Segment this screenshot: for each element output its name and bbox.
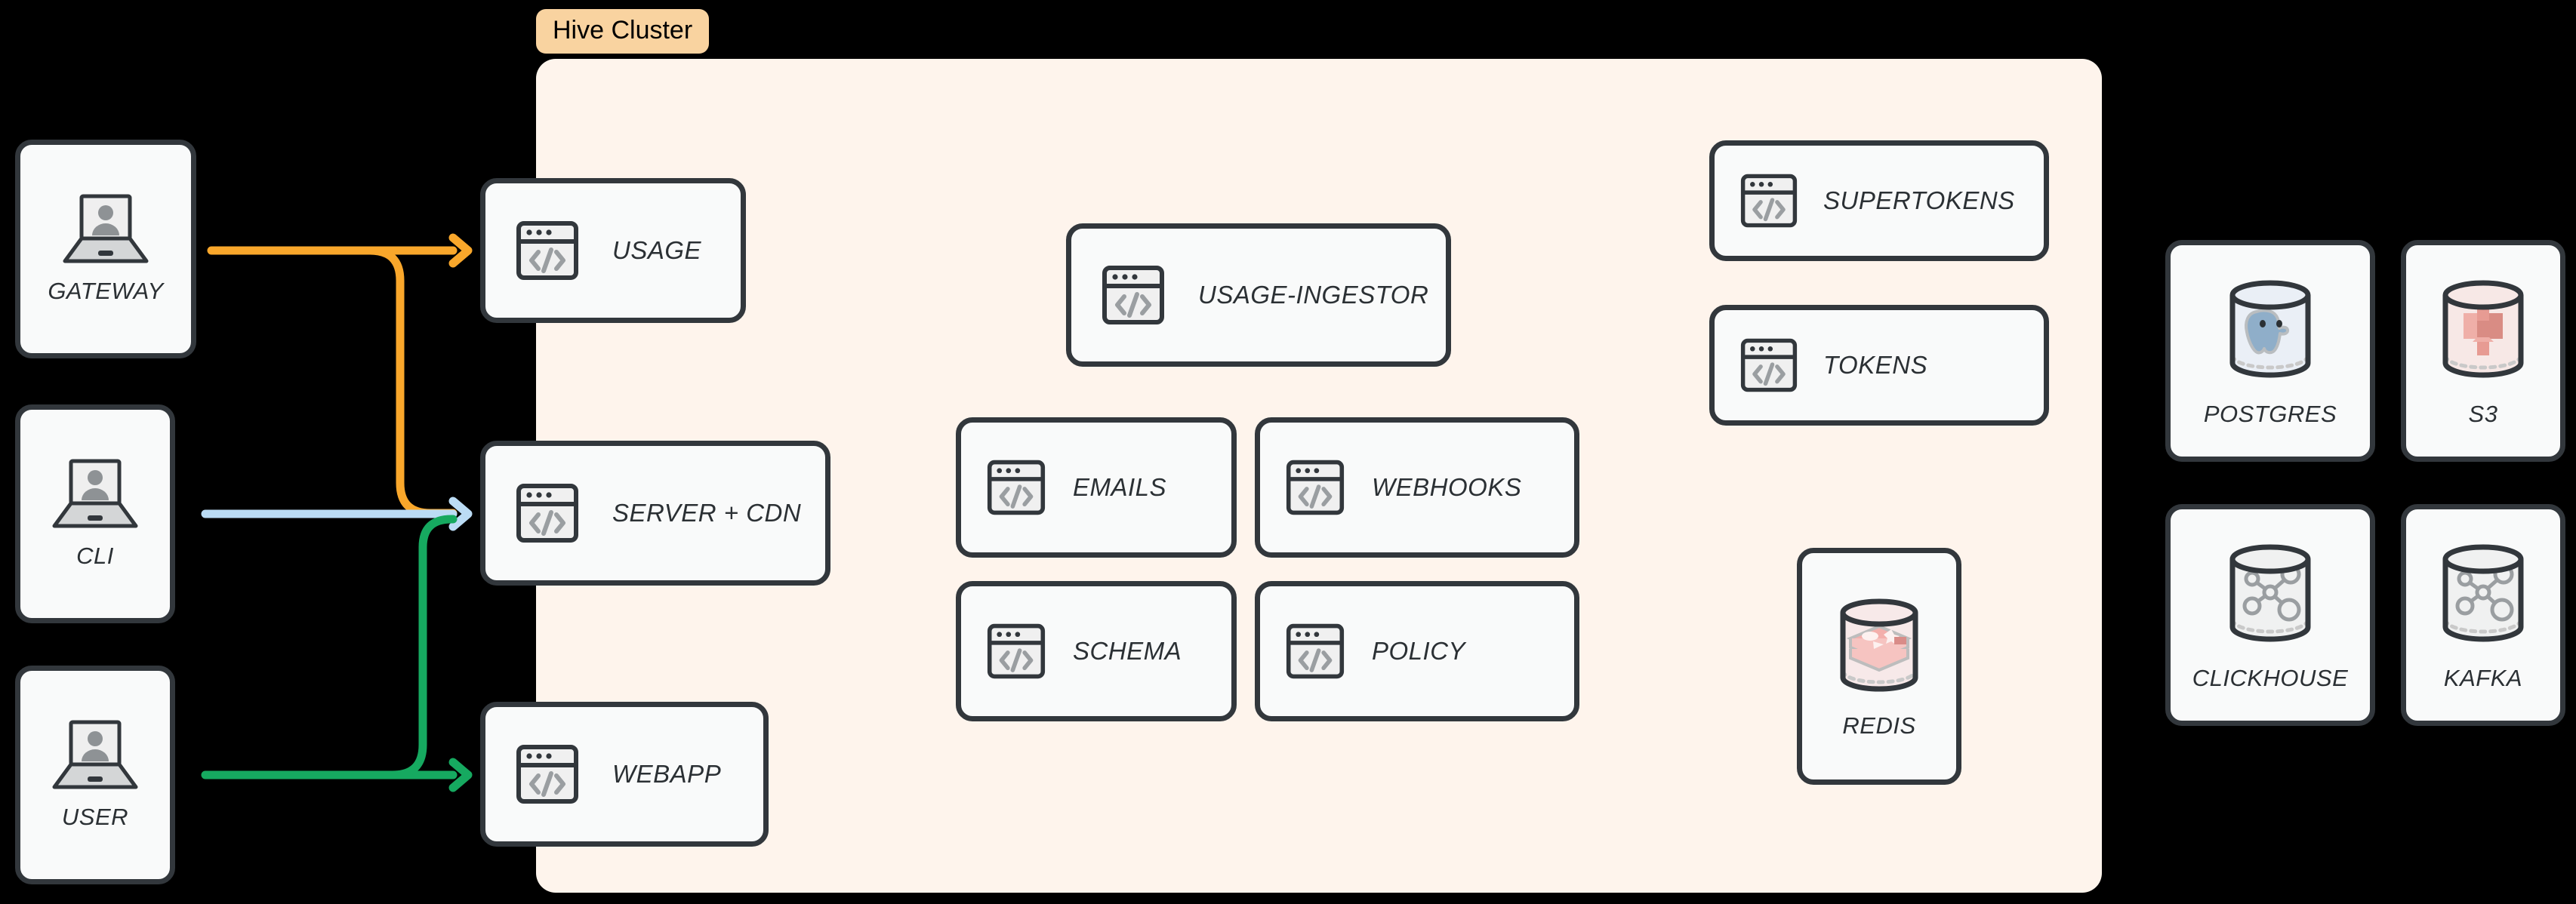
laptop-user-icon bbox=[48, 458, 142, 532]
client-label: CLI bbox=[76, 543, 114, 569]
wire-gateway-server bbox=[365, 246, 458, 518]
store-label: REDIS bbox=[1842, 712, 1916, 739]
client-card-cli[interactable]: CLI bbox=[15, 404, 175, 623]
client-card-gateway[interactable]: GATEWAY bbox=[15, 140, 196, 358]
service-label: SUPERTOKENS bbox=[1823, 186, 2015, 214]
service-card-usage-ingestor[interactable]: USAGE-INGESTOR bbox=[1066, 223, 1451, 367]
code-window-icon bbox=[1740, 172, 1798, 229]
laptop-user-icon bbox=[48, 719, 142, 793]
code-window-icon bbox=[1286, 458, 1345, 517]
store-label: CLICKHOUSE bbox=[2192, 665, 2349, 691]
store-card-s3[interactable]: S3 bbox=[2401, 240, 2565, 462]
client-card-user[interactable]: USER bbox=[15, 666, 175, 884]
service-card-webhooks[interactable]: WEBHOOKS bbox=[1255, 417, 1579, 558]
service-card-supertokens[interactable]: SUPERTOKENS bbox=[1709, 140, 2049, 261]
service-card-policy[interactable]: POLICY bbox=[1255, 581, 1579, 721]
client-label: USER bbox=[61, 804, 129, 830]
code-window-icon bbox=[1102, 263, 1165, 327]
wire-user-server bbox=[388, 515, 458, 779]
store-label: S3 bbox=[2468, 401, 2498, 427]
code-window-icon bbox=[987, 622, 1046, 681]
store-card-postgres[interactable]: POSTGRES bbox=[2165, 240, 2375, 462]
code-window-icon bbox=[516, 743, 579, 806]
service-label: WEBHOOKS bbox=[1372, 473, 1522, 501]
store-label: KAFKA bbox=[2443, 665, 2523, 691]
s3-cylinder-icon bbox=[2430, 274, 2536, 387]
service-card-server-cdn[interactable]: SERVER + CDN bbox=[480, 441, 830, 586]
service-label: WEBAPP bbox=[612, 760, 722, 788]
service-label: POLICY bbox=[1372, 637, 1466, 665]
service-label: SCHEMA bbox=[1073, 637, 1182, 665]
service-card-webapp[interactable]: WEBAPP bbox=[480, 702, 769, 847]
service-label: EMAILS bbox=[1073, 473, 1167, 501]
postgres-cylinder-icon bbox=[2217, 274, 2323, 387]
client-label: GATEWAY bbox=[48, 278, 164, 304]
service-card-tokens[interactable]: TOKENS bbox=[1709, 305, 2049, 426]
kafka-cylinder-icon bbox=[2430, 538, 2536, 651]
store-label: POSTGRES bbox=[2203, 401, 2337, 427]
clickhouse-cylinder-icon bbox=[2217, 538, 2323, 651]
redis-cylinder-icon bbox=[1829, 593, 1929, 699]
store-card-clickhouse[interactable]: CLICKHOUSE bbox=[2165, 504, 2375, 726]
code-window-icon bbox=[1740, 337, 1798, 394]
code-window-icon bbox=[1286, 622, 1345, 681]
store-card-kafka[interactable]: KAFKA bbox=[2401, 504, 2565, 726]
code-window-icon bbox=[516, 219, 579, 282]
service-label: TOKENS bbox=[1823, 351, 1928, 379]
code-window-icon bbox=[987, 458, 1046, 517]
laptop-user-icon bbox=[59, 193, 153, 267]
service-card-usage[interactable]: USAGE bbox=[480, 178, 746, 323]
service-label: SERVER + CDN bbox=[612, 499, 802, 527]
service-card-schema[interactable]: SCHEMA bbox=[956, 581, 1237, 721]
service-card-emails[interactable]: EMAILS bbox=[956, 417, 1237, 558]
code-window-icon bbox=[516, 481, 579, 545]
service-label: USAGE-INGESTOR bbox=[1198, 281, 1429, 309]
hive-cluster-tag: Hive Cluster bbox=[536, 9, 710, 54]
store-card-redis[interactable]: REDIS bbox=[1797, 548, 1961, 785]
service-label: USAGE bbox=[612, 236, 702, 264]
